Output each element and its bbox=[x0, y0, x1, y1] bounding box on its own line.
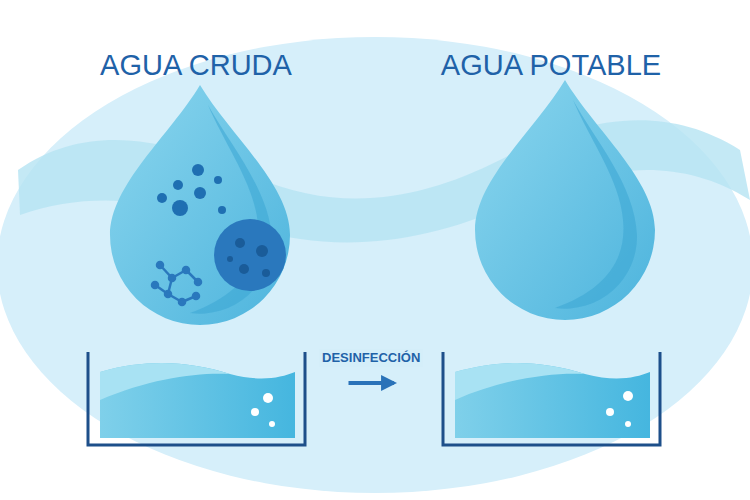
stage-title: AGUA POTABLE bbox=[438, 48, 664, 82]
raw-water-drop bbox=[110, 85, 290, 325]
background-ellipse bbox=[0, 37, 750, 493]
process-arrow bbox=[349, 381, 394, 385]
stage-title: AGUA CRUDA bbox=[88, 48, 305, 82]
tank bbox=[443, 352, 660, 445]
clean-water-drop bbox=[475, 80, 655, 320]
process-label: DESINFECCIÓN bbox=[319, 349, 423, 367]
water-stage: AGUA POTABLE bbox=[438, 48, 664, 448]
water-stage: AGUA CRUDA bbox=[88, 48, 305, 448]
tank bbox=[88, 352, 305, 445]
germs bbox=[152, 164, 286, 305]
